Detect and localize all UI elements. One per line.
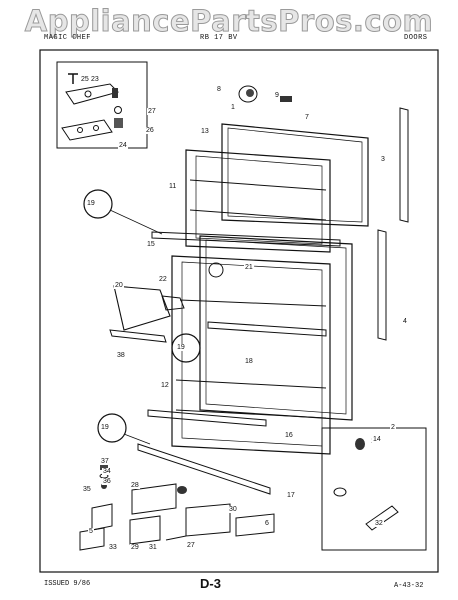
callout-14: 14 [372,436,382,443]
callout-19: 19 [100,424,110,431]
lower-shelf-bar [147,409,267,427]
upper-hinge-inset [56,61,148,149]
callout-20: 20 [114,282,124,289]
watermark-text: AppliancePartsPros.com [24,4,434,39]
callout-32: 32 [374,520,384,527]
callout-19: 19 [176,344,186,351]
callout-31: 31 [148,544,158,551]
callout-3: 3 [380,156,386,163]
callout-27: 27 [147,108,157,115]
callout-7: 7 [304,114,310,121]
bottom-trim [137,443,271,495]
callout-36: 36 [102,478,112,485]
callout-19: 19 [86,200,96,207]
callout-17: 17 [286,492,296,499]
callout-2: 2 [390,424,396,431]
header-model-number: RB 17 BV [200,34,238,42]
callout-23: 23 [90,76,100,83]
detail-circle-fresh [171,333,201,363]
dairy-door-icon [113,285,171,331]
dairy-bar-icon [109,329,167,343]
callout-15: 15 [146,241,156,248]
lower-right-inset [321,427,427,551]
callout-26: 26 [145,127,155,134]
fastener-icon [208,262,224,278]
plug-icon [238,85,258,103]
lower-hinge-parts [79,462,113,551]
cap-icon [280,96,292,102]
header-section-title: DOORS [404,34,428,42]
callout-24: 24 [118,142,128,149]
callout-8: 8 [216,86,222,93]
freezer-shelf-bar [151,231,341,247]
callout-27: 27 [186,542,196,549]
detail-circle-bottom [97,413,127,443]
center-hinge-parts [129,483,275,545]
callout-13: 13 [200,128,210,135]
callout-5: 5 [88,528,94,535]
callout-28: 28 [130,482,140,489]
callout-21: 21 [244,264,254,271]
callout-22: 22 [158,276,168,283]
callout-25: 25 [80,76,90,83]
callout-37: 37 [100,458,110,465]
callout-9: 9 [274,92,280,99]
diagram-code: A-43-32 [394,582,424,590]
hinge-strip-lower [377,229,387,341]
dairy-hinge-icon [161,295,185,311]
callout-11: 11 [168,183,178,190]
page-number: D-3 [200,576,221,591]
callout-12: 12 [160,382,170,389]
callout-34: 34 [102,468,112,475]
fresh-food-door [171,235,353,455]
detail-circle-freezer [83,189,113,219]
callout-29: 29 [130,544,140,551]
callout-16: 16 [284,432,294,439]
door-shelf-bar [207,321,327,337]
callout-30: 30 [228,506,238,513]
callout-6: 6 [264,520,270,527]
callout-35: 35 [82,486,92,493]
issue-date: ISSUED 9/86 [44,580,91,588]
freezer-door [185,123,369,253]
header-model-brand: MAGIC CHEF [44,34,92,42]
callout-4: 4 [402,318,408,325]
callout-38: 38 [116,352,126,359]
callout-1: 1 [230,104,236,111]
hinge-strip-upper [399,107,409,223]
callout-18: 18 [244,358,254,365]
diagram-frame [39,49,439,573]
callout-33: 33 [108,544,118,551]
